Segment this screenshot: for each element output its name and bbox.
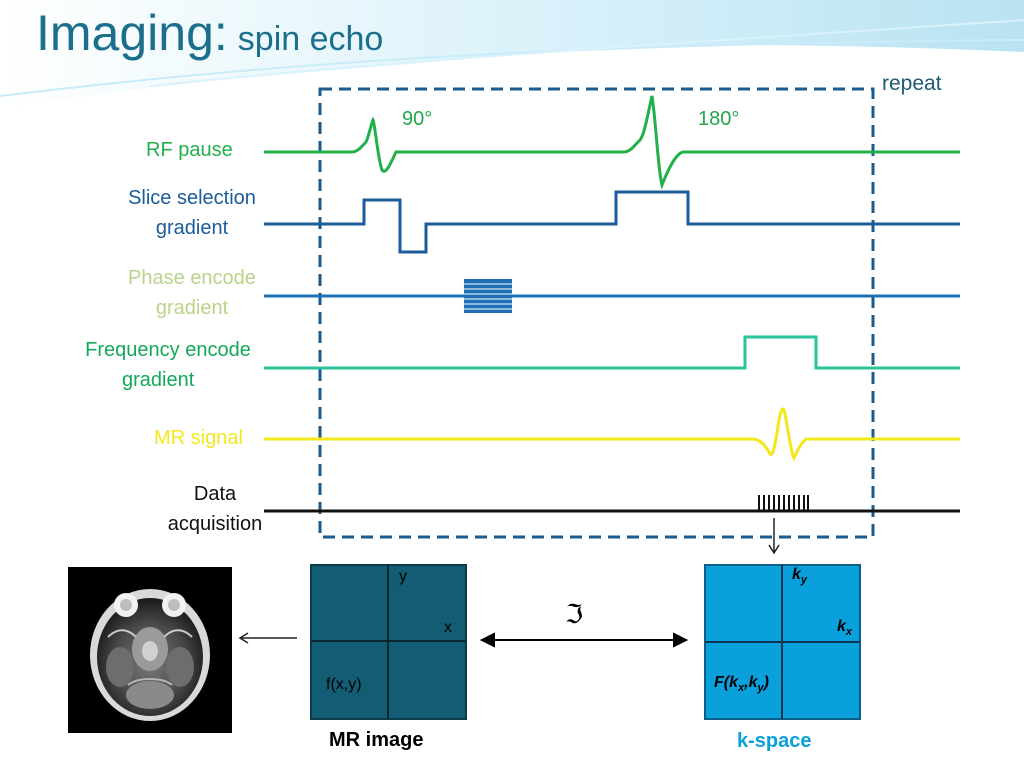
title-main: Imaging: xyxy=(36,5,228,61)
phase-row-label: Phase encode gradient xyxy=(116,263,268,323)
k-axis-y: ky xyxy=(792,566,807,586)
rf-row-label: RF pause xyxy=(146,139,233,161)
slide-title: Imaging:spin echo xyxy=(36,4,383,62)
brain-scan-image xyxy=(68,567,232,733)
k-axis-x-base: k xyxy=(837,618,846,635)
repeat-box xyxy=(318,87,875,539)
k-function-start: F(k xyxy=(714,674,738,691)
slice-row-label: Slice selection gradient xyxy=(118,183,266,243)
k-function-end: ) xyxy=(763,674,769,691)
k-space-grid xyxy=(704,564,861,720)
mr-image-grid xyxy=(310,564,467,720)
fourier-symbol: ℑ xyxy=(565,600,584,630)
fourier-double-arrow xyxy=(479,632,689,648)
k-axis-y-base: k xyxy=(792,566,801,583)
frequency-gradient-line xyxy=(264,335,960,370)
title-sub: spin echo xyxy=(237,20,384,58)
slice-gradient-line xyxy=(264,190,960,254)
k-space-caption: k-space xyxy=(737,730,812,752)
acquisition-row-label: Data acquisition xyxy=(156,479,274,539)
header-swoosh-line xyxy=(0,39,1024,97)
left-arrow-icon xyxy=(238,632,297,644)
down-arrow-icon xyxy=(768,518,780,555)
mr-function-label: f(x,y) xyxy=(326,676,362,693)
header-swoosh xyxy=(0,0,1024,110)
slice-row-label-line1: Slice selection xyxy=(128,187,256,209)
frequency-row-label-line2: gradient xyxy=(122,369,195,391)
phase-encode-table xyxy=(464,279,512,313)
k-function-mid: ,k xyxy=(744,674,758,691)
mr-signal-line xyxy=(264,407,960,462)
phase-row-label-line2: gradient xyxy=(155,297,229,319)
mr-axis-x: x xyxy=(444,619,452,636)
k-function-sub-x: x xyxy=(738,682,745,695)
repeat-label: repeat xyxy=(882,72,942,95)
slice-row-label-line2: gradient xyxy=(155,217,229,239)
k-axis-x-sub: x xyxy=(845,626,853,639)
phase-row-label-line1: Phase encode xyxy=(128,267,256,289)
rf-pulse-line xyxy=(264,95,960,190)
signal-row-label: MR signal xyxy=(154,427,243,449)
acquisition-row-label-line1: Data xyxy=(193,483,237,505)
frequency-row-label-line1: Frequency encode xyxy=(85,339,251,361)
k-function-sub-y: y xyxy=(757,682,764,695)
rf-angle-180: 180° xyxy=(698,108,740,130)
sampling-ticks xyxy=(758,495,809,511)
k-function-label: F(kx,ky) xyxy=(714,674,769,694)
k-axis-y-sub: y xyxy=(800,574,808,587)
header-swoosh-line-2 xyxy=(149,19,1024,87)
frequency-row-label: Frequency encode gradient xyxy=(68,335,268,395)
mr-image-caption: MR image xyxy=(329,729,424,751)
mr-axis-y: y xyxy=(399,568,407,585)
rf-angle-90: 90° xyxy=(402,108,433,130)
k-axis-x: kx xyxy=(837,618,852,638)
acquisition-row-label-line2: acquisition xyxy=(167,513,263,535)
